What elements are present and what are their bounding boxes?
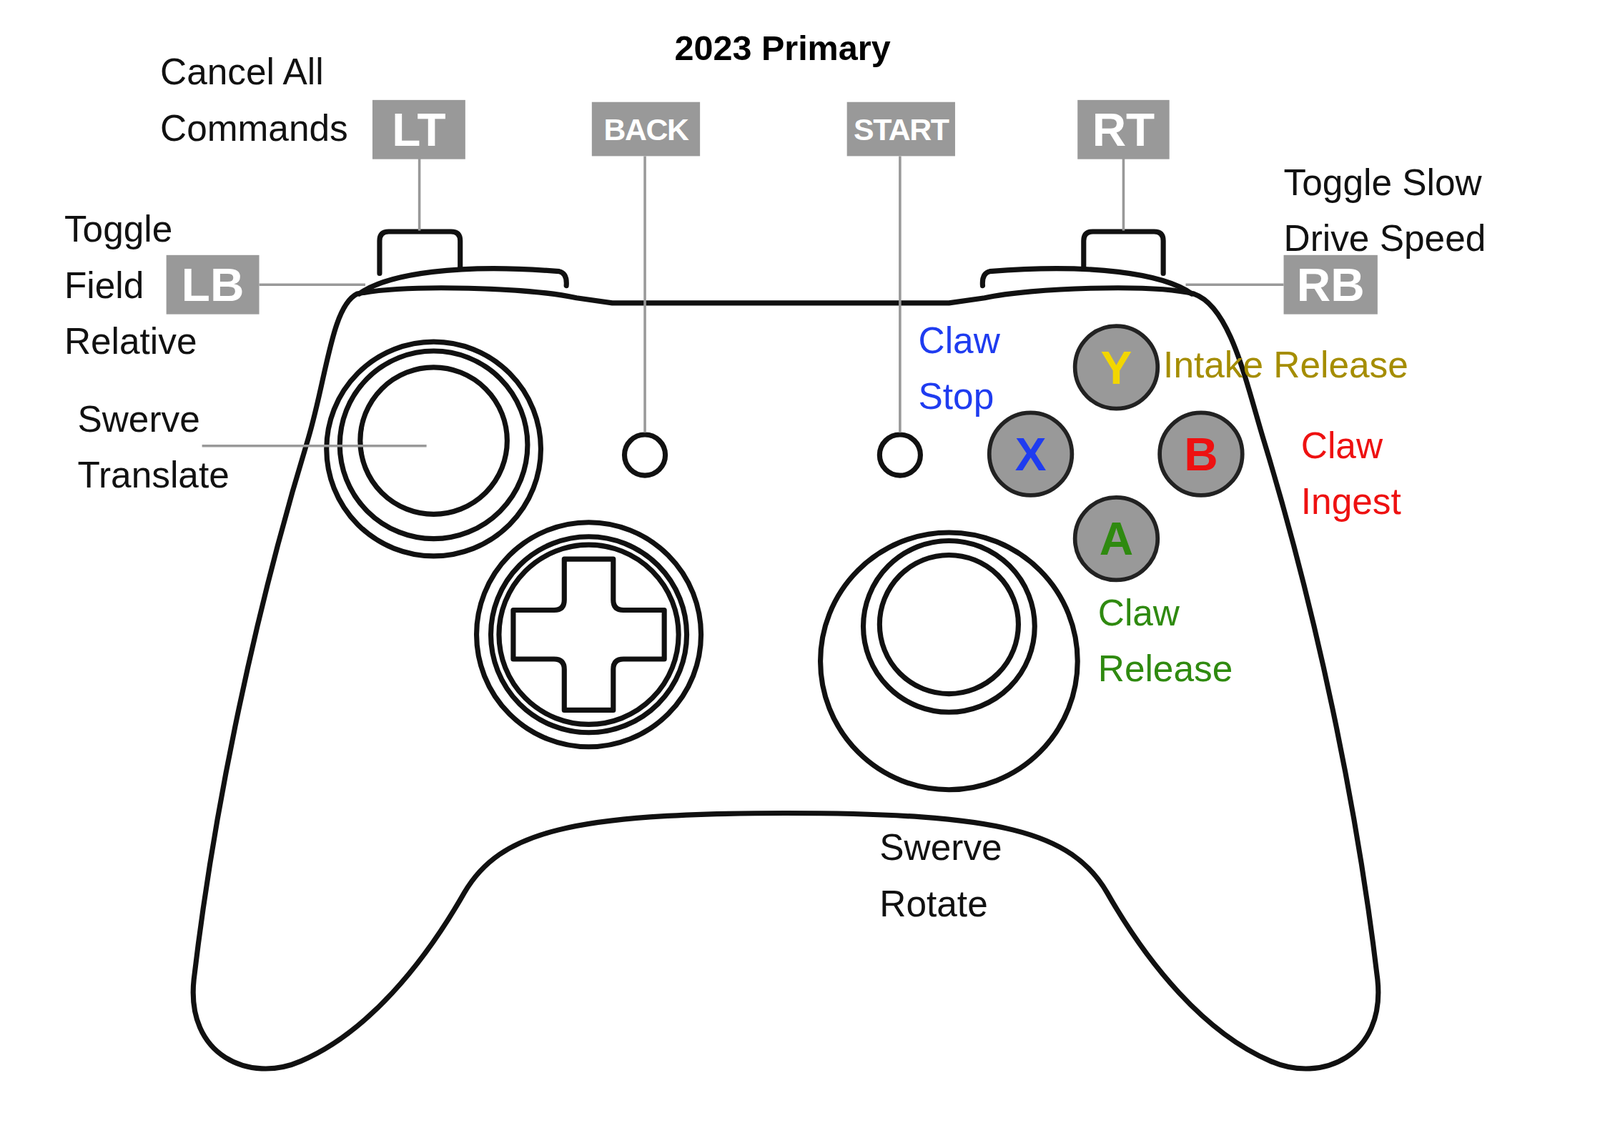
start-button xyxy=(879,434,921,476)
button-letter: Y xyxy=(1100,339,1133,395)
button-circle xyxy=(1159,412,1243,496)
face-button: Y xyxy=(1072,323,1161,412)
button-circle xyxy=(989,412,1073,496)
leader-line xyxy=(643,155,647,433)
right-stick-cap xyxy=(879,554,1019,694)
face-button: X xyxy=(986,410,1075,499)
right-trigger xyxy=(1083,231,1164,274)
function-label: Cancel All Commands xyxy=(160,43,370,156)
button-tag: LT xyxy=(372,99,466,159)
dpad-ring xyxy=(476,522,702,748)
button-tag: LB xyxy=(166,254,260,314)
back-button xyxy=(624,434,666,476)
button-circle xyxy=(1075,497,1159,581)
dpad-cross xyxy=(513,559,665,710)
function-label: Swerve Translate xyxy=(77,391,246,504)
button-circle xyxy=(1075,326,1159,409)
button-letter: RB xyxy=(1296,256,1365,312)
left-stick-cap xyxy=(360,367,508,515)
face-button: B xyxy=(1157,410,1246,499)
dpad-ring xyxy=(491,536,688,733)
function-label: Toggle Slow Drive Speed xyxy=(1284,154,1514,267)
button-tag: RT xyxy=(1077,99,1169,159)
button-letter: LT xyxy=(391,101,446,157)
leader-line xyxy=(1186,283,1285,286)
leader-line xyxy=(1122,155,1126,231)
function-label: Swerve Rotate xyxy=(879,819,1043,932)
function-label: Claw Release xyxy=(1098,584,1242,698)
button-letter: RT xyxy=(1092,101,1156,157)
function-label: Claw Stop xyxy=(918,312,1021,425)
button-tag: START xyxy=(847,102,956,157)
leader-line xyxy=(418,155,422,231)
left-trigger xyxy=(379,231,461,274)
right-stick-ring xyxy=(820,532,1079,790)
leader-line xyxy=(259,283,366,286)
controller-body xyxy=(193,288,1379,1069)
button-letter: X xyxy=(1015,426,1047,482)
dpad-ring xyxy=(499,544,679,725)
face-button: A xyxy=(1072,494,1161,583)
function-label: Intake Release xyxy=(1163,336,1409,394)
function-label: Claw Ingest xyxy=(1301,417,1435,530)
leader-line xyxy=(898,155,902,433)
leader-line xyxy=(202,444,427,448)
diagram-title: 2023 Primary xyxy=(674,28,891,69)
button-tag: BACK xyxy=(591,102,700,157)
button-letter: LB xyxy=(181,256,245,312)
right-stick-ring xyxy=(862,540,1035,713)
button-letter: A xyxy=(1099,511,1134,567)
button-letter: START xyxy=(853,111,948,147)
function-label: Toggle Field Relative xyxy=(64,200,203,370)
button-letter: B xyxy=(1183,426,1218,482)
button-letter: BACK xyxy=(603,111,688,147)
button-tag: RB xyxy=(1284,254,1378,314)
left-stick-ring xyxy=(326,341,542,557)
